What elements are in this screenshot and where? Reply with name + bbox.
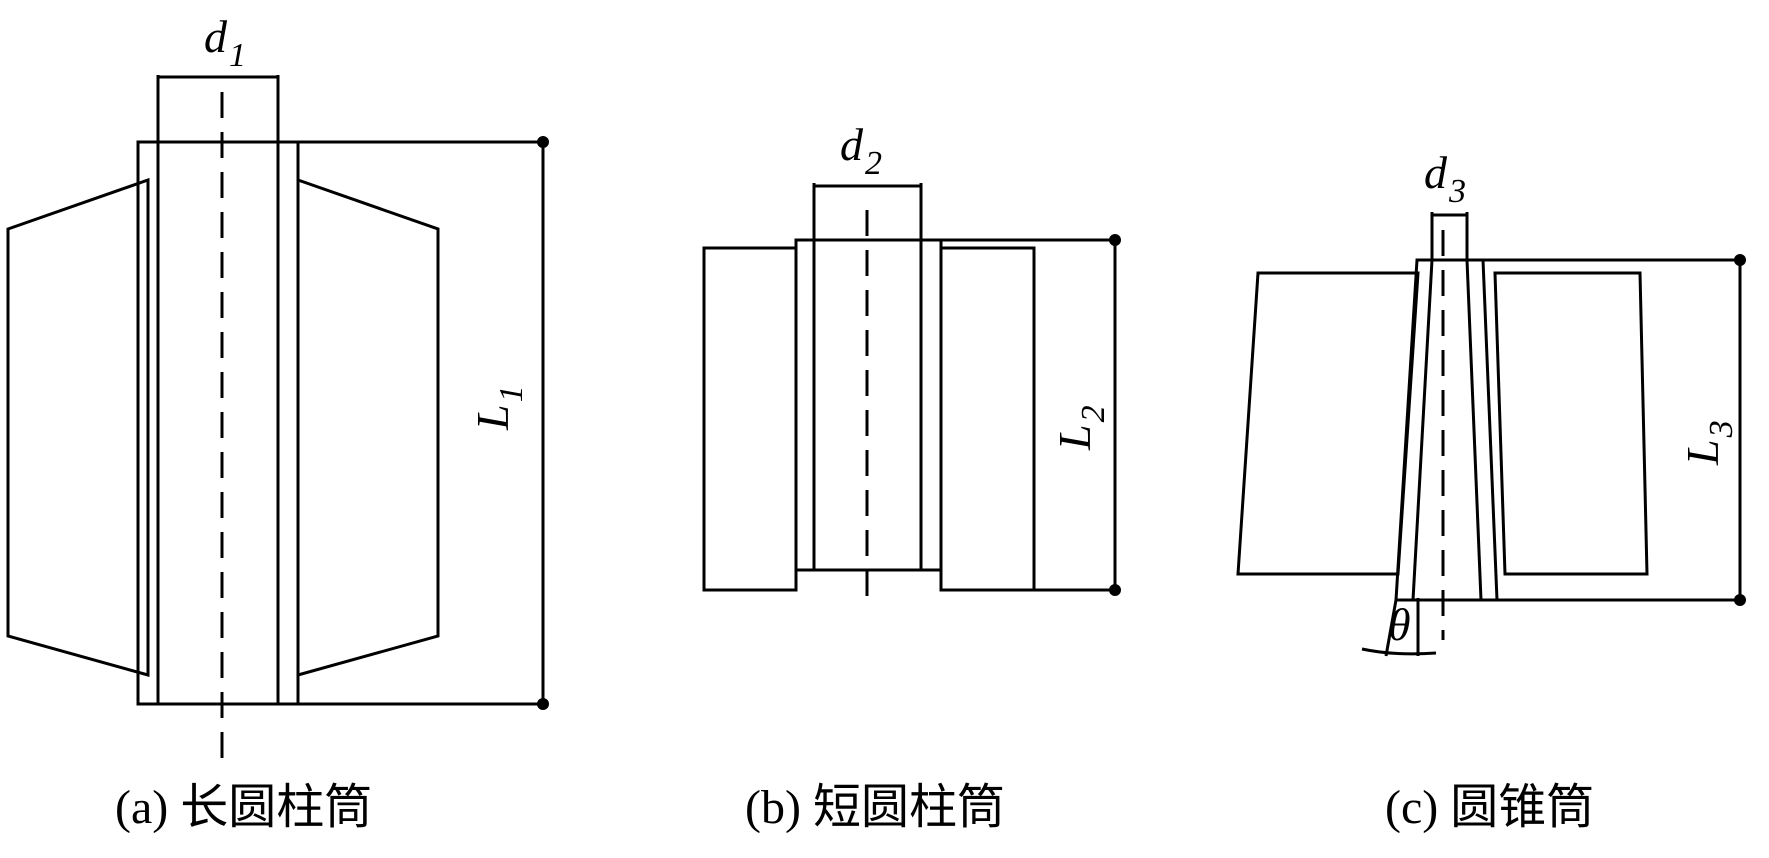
rubber-right <box>296 177 440 677</box>
diameter-label: d3 <box>1424 147 1466 210</box>
length-label: L1 <box>467 385 530 431</box>
angle-slant-extension <box>1384 599 1398 657</box>
length-label: L3 <box>1677 420 1740 466</box>
rubber-left <box>1236 271 1420 576</box>
tube-wall-right <box>276 140 300 706</box>
panel-b-short-cylinder: d2 L2 (b) 短圆柱筒 <box>702 119 1121 834</box>
diameter-label: d1 <box>204 11 246 74</box>
rubber-left <box>702 246 798 592</box>
panel-caption: (a) 长圆柱筒 <box>115 781 372 834</box>
angle-arc <box>1361 647 1437 656</box>
diameter-label: d2 <box>840 119 882 182</box>
rubber-right <box>1493 271 1649 576</box>
angle-label: θ <box>1388 599 1411 650</box>
length-label: L2 <box>1049 405 1112 451</box>
panel-a-long-cylinder: d1 L1 (a) 长圆柱筒 <box>6 11 549 834</box>
rubber-right <box>939 246 1036 592</box>
panel-caption: (c) 圆锥筒 <box>1385 781 1594 834</box>
tube-wall-left <box>794 238 816 572</box>
tube-wall-right <box>1465 258 1499 602</box>
tube-wall-right <box>919 238 943 572</box>
panel-caption: (b) 短圆柱筒 <box>745 781 1005 834</box>
rubber-left <box>6 177 150 677</box>
tube-wall-left <box>1394 258 1434 602</box>
panel-c-cone: θ d3 L3 (c) 圆锥筒 <box>1236 147 1746 834</box>
